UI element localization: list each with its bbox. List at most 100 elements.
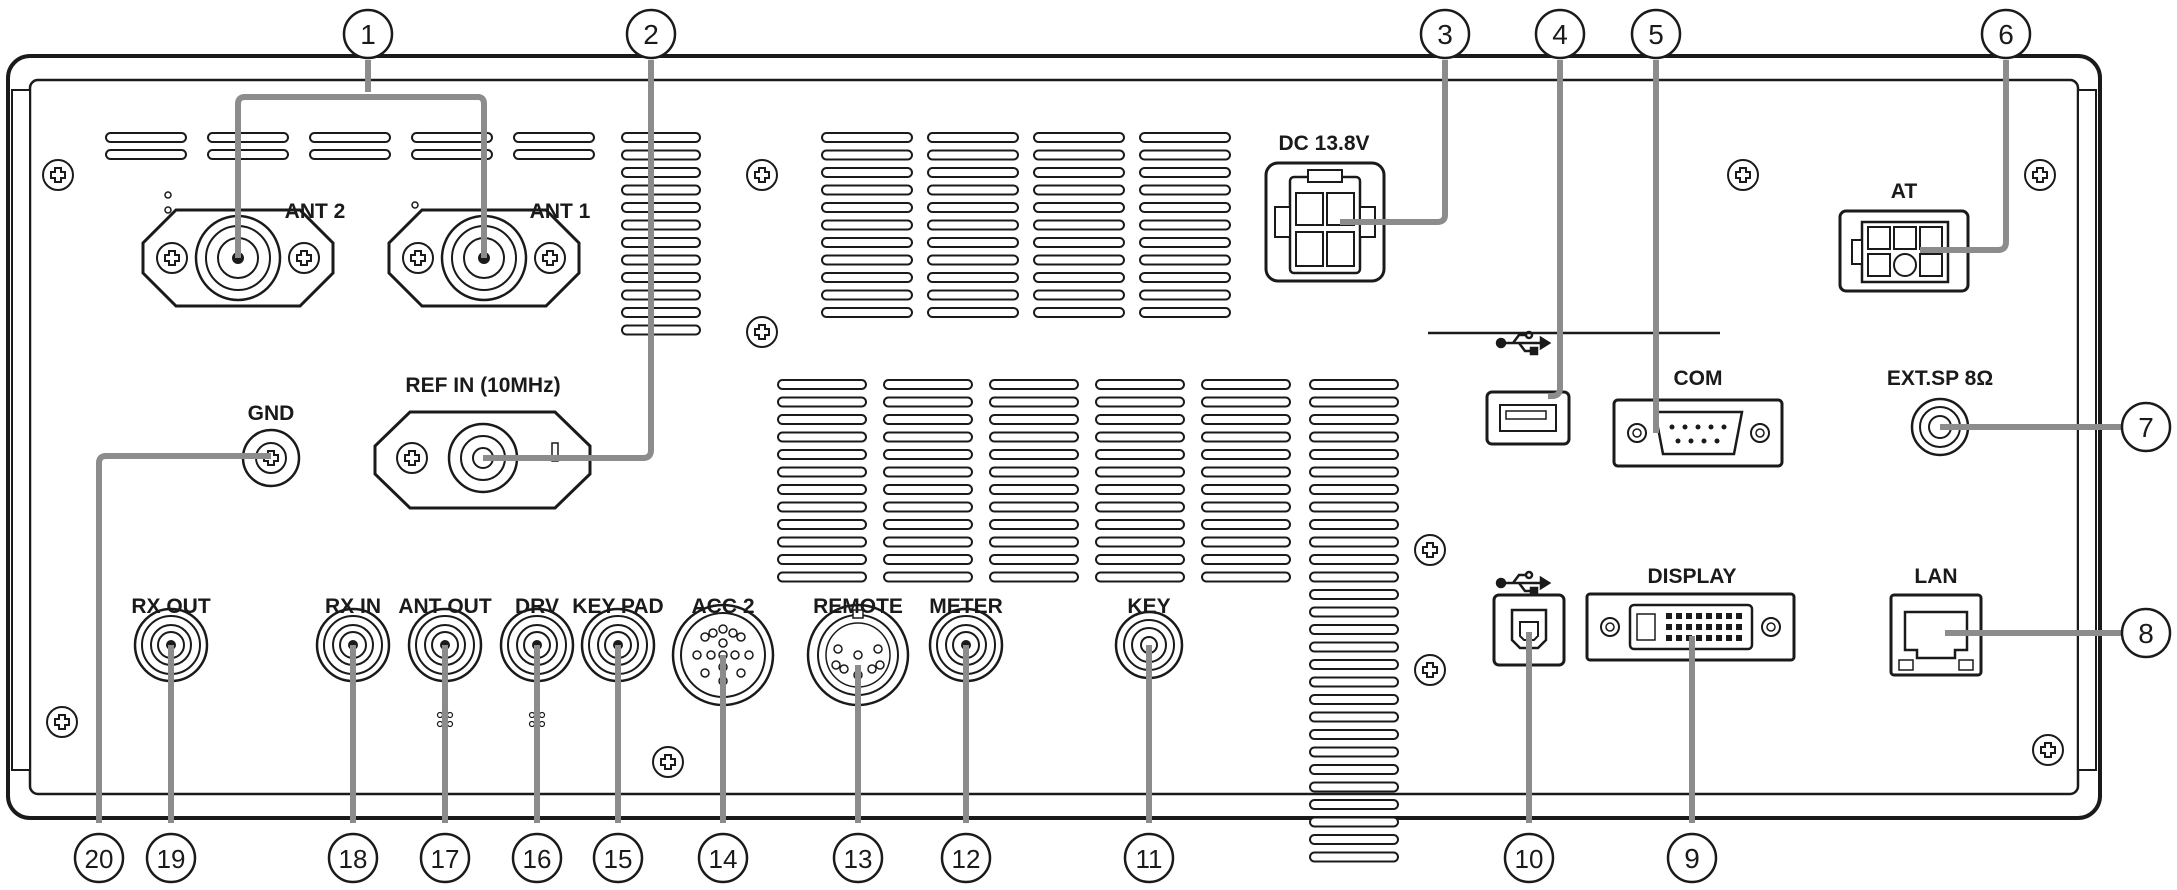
- vent-slot: [1139, 202, 1231, 213]
- vent-slot: [883, 466, 973, 478]
- vent-slot: [621, 202, 701, 213]
- vent-slot: [1201, 484, 1291, 495]
- screw-icon: [652, 746, 684, 778]
- callout-7: 7: [2138, 412, 2154, 443]
- vent-slot: [1033, 219, 1125, 231]
- meter-label: METER: [929, 595, 1003, 618]
- vent-slot: [883, 484, 973, 495]
- vent-slot: [1201, 431, 1291, 443]
- vent-slot: [1139, 237, 1231, 248]
- callout-18: 18: [339, 844, 368, 874]
- vent-slot: [1309, 781, 1399, 793]
- vent-slot: [777, 379, 867, 390]
- vent-slot: [1095, 519, 1185, 530]
- vent-slot: [777, 501, 867, 513]
- vent-slot: [1309, 659, 1399, 670]
- acc2-label: ACC 2: [691, 595, 754, 618]
- vent-slot: [821, 167, 913, 178]
- ant-out-label: ANT OUT: [398, 595, 491, 618]
- rx-out-label: RX OUT: [131, 595, 211, 618]
- vent-slot: [513, 132, 595, 143]
- vent-slot: [821, 272, 913, 283]
- screw-icon: [1414, 534, 1446, 566]
- com-connector: [1612, 398, 1784, 468]
- callout-1: 1: [360, 19, 376, 50]
- vent-slot: [1309, 519, 1399, 530]
- vent-slot: [1139, 149, 1231, 161]
- callout-5: 5: [1648, 19, 1664, 50]
- vent-slot: [821, 289, 913, 301]
- callouts: 1 2 3 4 5 6 7 8 9 10 11 12 13 14 15 16 1…: [73, 8, 2172, 884]
- callout-17: 17: [431, 844, 460, 874]
- vent-slot: [1095, 449, 1185, 460]
- vent-slot: [1309, 694, 1399, 705]
- vent-slot: [927, 202, 1019, 213]
- vent-slot: [1309, 799, 1399, 810]
- vent-slot: [1139, 289, 1231, 301]
- callout-8: 8: [2138, 618, 2154, 649]
- vent-slots: [105, 132, 1399, 863]
- vent-slot: [927, 219, 1019, 231]
- screw-icon: [746, 159, 778, 191]
- vent-slot: [883, 431, 973, 443]
- vent-slot: [1309, 536, 1399, 548]
- vent-slot: [1201, 414, 1291, 425]
- key-pad-label: KEY PAD: [572, 595, 663, 618]
- vent-slot: [1095, 414, 1185, 425]
- vent-slot: [1033, 307, 1125, 318]
- ext-sp-label: EXT.SP 8Ω: [1887, 367, 1993, 390]
- callout-4: 4: [1552, 19, 1568, 50]
- vent-slot: [621, 149, 701, 161]
- vent-slot: [1201, 396, 1291, 408]
- usb-icon: [1495, 570, 1552, 596]
- vent-slot: [1309, 816, 1399, 828]
- vent-slot: [1033, 167, 1125, 178]
- leader-lines: [96, 60, 2124, 823]
- vent-slot: [1033, 149, 1125, 161]
- vent-slot: [1033, 272, 1125, 283]
- vent-slot: [777, 396, 867, 408]
- vent-slot: [1095, 501, 1185, 513]
- vent-slot: [411, 149, 493, 160]
- screw-icon: [1727, 159, 1759, 191]
- vent-slot: [883, 396, 973, 408]
- vent-slot: [927, 184, 1019, 196]
- vent-slot: [1201, 449, 1291, 460]
- vent-slot: [1033, 237, 1125, 248]
- vent-slot: [1139, 184, 1231, 196]
- vent-slot: [1309, 379, 1399, 390]
- callout-19: 19: [157, 844, 186, 874]
- vent-slot: [927, 237, 1019, 248]
- display-label: DISPLAY: [1647, 565, 1736, 588]
- vent-slot: [989, 554, 1079, 565]
- remote-label: REMOTE: [813, 595, 903, 618]
- vent-slot: [883, 449, 973, 460]
- vent-slot: [927, 289, 1019, 301]
- dc-power-connector: [1264, 161, 1386, 283]
- vent-slot: [207, 132, 289, 143]
- vent-slot: [1309, 676, 1399, 688]
- screw-icon: [46, 706, 78, 738]
- vent-slot: [1139, 167, 1231, 178]
- vent-slot: [1139, 254, 1231, 266]
- vent-slot: [821, 254, 913, 266]
- rx-in-label: RX IN: [325, 595, 381, 618]
- callout-2: 2: [643, 19, 659, 50]
- ant2-connector: [141, 191, 335, 308]
- vent-slot: [1095, 396, 1185, 408]
- vent-slot: [989, 519, 1079, 530]
- lan-label: LAN: [1914, 565, 1957, 588]
- vent-slot: [1309, 571, 1399, 583]
- vent-slot: [777, 554, 867, 565]
- vent-slot: [927, 149, 1019, 161]
- vent-slot: [1095, 379, 1185, 390]
- vent-slot: [1309, 729, 1399, 740]
- vent-slot: [883, 571, 973, 583]
- callout-14: 14: [709, 844, 738, 874]
- vent-slot: [621, 254, 701, 266]
- vent-slot: [621, 132, 701, 143]
- screw-icon: [2032, 734, 2064, 766]
- vent-slot: [513, 149, 595, 160]
- callout-12: 12: [952, 844, 981, 874]
